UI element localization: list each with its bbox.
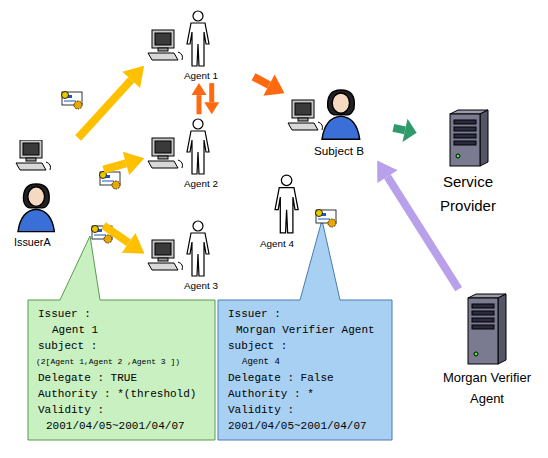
certificate-icon — [316, 210, 337, 228]
figure-icon — [8, 140, 78, 236]
figure-label: Agent 2 — [146, 178, 252, 189]
arrow-shaft — [78, 80, 131, 138]
figure-icon — [258, 170, 316, 238]
arrow-shaft — [197, 95, 202, 114]
figure-label: IssuerA — [8, 236, 102, 248]
figure-label: Service Provider — [418, 170, 518, 218]
figure-label: Morgan Verifier Agent — [430, 368, 544, 410]
arrow-head — [204, 102, 219, 114]
credential-field: subject : — [224, 338, 388, 354]
callout-shape — [218, 220, 392, 440]
credential-field: Validity : — [34, 402, 211, 418]
credential-field: 2001/04/05~2001/04/07 — [34, 418, 211, 434]
arrow-head — [123, 152, 145, 175]
figure-icon — [146, 8, 238, 70]
agent-figure: Agent 2 — [146, 116, 252, 189]
credential-field: Validity : — [224, 402, 388, 418]
arrow-head — [263, 74, 284, 95]
credential-field: Agent 4 — [224, 354, 388, 370]
credential-callout: Issuer :Agent 1subject :(2[Agent 1,Agent… — [28, 300, 215, 440]
arrow-head — [122, 233, 145, 254]
arrow-shaft — [104, 163, 126, 169]
arrow-shaft — [387, 177, 458, 289]
arrow-shaft — [393, 128, 405, 131]
agent-figure: Agent 1 — [146, 8, 252, 81]
subject-figure: Subject B — [286, 86, 392, 157]
flow-arrow — [104, 152, 145, 175]
credential-field: Agent 1 — [34, 322, 211, 338]
flow-arrow — [78, 66, 144, 138]
credential-field: Delegate : False — [224, 370, 388, 386]
arrow-shaft — [209, 83, 214, 102]
issuer-figure: IssuerA — [8, 140, 102, 248]
server-figure: Morgan Verifier Agent — [430, 292, 544, 410]
credential-field: 2001/04/05~2001/04/07 — [224, 418, 388, 434]
flow-arrow — [104, 226, 145, 254]
arrow-shaft — [104, 226, 129, 243]
callout-shape — [28, 236, 215, 440]
certificate-icon — [62, 92, 83, 110]
credential-field: Issuer : — [224, 306, 388, 322]
figure-icon — [430, 292, 544, 368]
agent-figure: Agent 4 — [258, 170, 330, 249]
figure-label: Agent 3 — [146, 280, 252, 291]
arrow-head — [122, 66, 144, 88]
figure-icon — [418, 106, 518, 170]
credential-callout: Issuer :Morgan Verifier Agentsubject :Ag… — [218, 300, 392, 440]
arrow-head — [402, 119, 416, 142]
flow-arrow — [192, 83, 207, 114]
arrow-head — [377, 160, 397, 183]
credential-field: Delegate : TRUE — [34, 370, 211, 386]
arrow-head — [192, 83, 207, 95]
flow-arrow — [254, 74, 285, 95]
figure-label: Agent 1 — [146, 70, 252, 81]
credential-field: Morgan Verifier Agent — [224, 322, 388, 338]
agent-figure: Agent 3 — [146, 218, 252, 291]
figure-icon — [286, 86, 378, 144]
server-figure: Service Provider — [418, 106, 518, 218]
credential-field: Authority : * — [224, 386, 388, 402]
figure-label: Subject B — [286, 144, 392, 157]
arrow-shaft — [254, 77, 269, 85]
certificate-icon — [100, 172, 121, 190]
figure-label: Agent 4 — [258, 238, 330, 249]
flow-arrow — [204, 83, 219, 114]
flow-arrow — [393, 119, 416, 142]
figure-icon — [146, 116, 238, 178]
figure-icon — [146, 218, 238, 280]
credential-field: Authority : *(threshold) — [34, 386, 211, 402]
credential-field: subject : — [34, 338, 211, 354]
credential-field: (2[Agent 1,Agent 2 ,Agent 3 ]) — [34, 354, 211, 370]
credential-field: Issuer : — [34, 306, 211, 322]
